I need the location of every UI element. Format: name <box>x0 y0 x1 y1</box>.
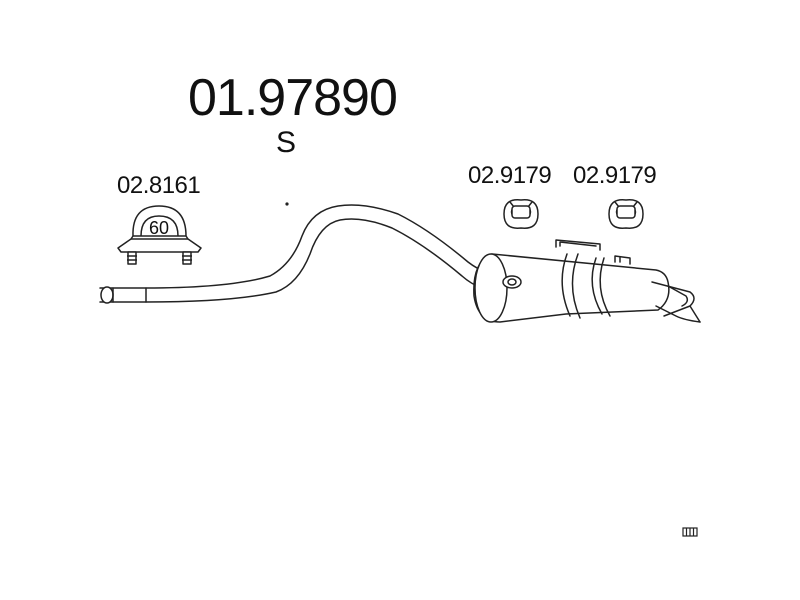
grid-logo-icon <box>682 527 698 537</box>
dot-mark <box>285 202 289 206</box>
part-number: 01.97890 <box>188 69 398 127</box>
clamp-icon <box>117 205 202 265</box>
rubber-hanger-icon <box>608 199 644 229</box>
hanger-reference-1: 02.9179 <box>468 162 552 189</box>
rear-silencer-icon <box>99 204 701 323</box>
rubber-hanger-icon <box>503 199 539 229</box>
clamp-reference: 02.8161 <box>117 172 201 199</box>
hanger-reference-2: 02.9179 <box>573 162 657 189</box>
clamp-size-label: 60 <box>149 218 169 238</box>
part-suffix: S <box>276 126 297 159</box>
